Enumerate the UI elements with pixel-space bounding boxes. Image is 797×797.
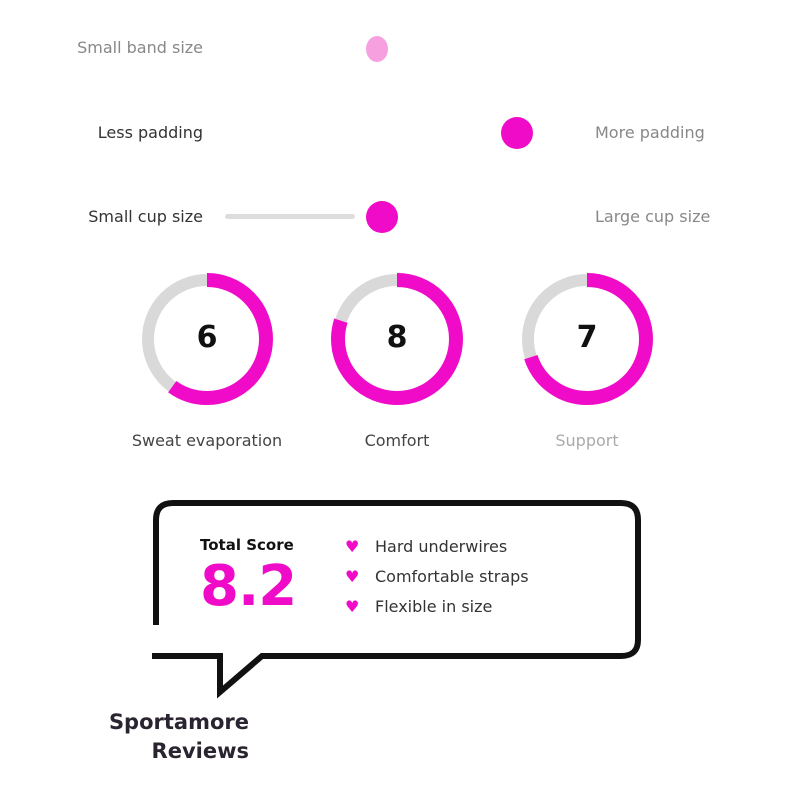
pro-item: ♥ Hard underwires — [345, 537, 507, 556]
brand-line-2: Reviews — [151, 739, 249, 763]
rating-label-comfort: Comfort — [364, 431, 430, 450]
heart-icon: ♥ — [345, 537, 360, 556]
total-score-label: Total Score — [200, 536, 294, 554]
heart-icon: ♥ — [345, 597, 360, 616]
pro-item: ♥ Flexible in size — [345, 597, 492, 616]
ring-progress — [521, 273, 653, 405]
rating-label-sweat: Sweat evaporation — [131, 431, 283, 450]
slider-padding-thumb[interactable] — [501, 117, 533, 149]
brand-line-1: Sportamore — [108, 710, 249, 734]
slider-padding-right-label: More padding — [595, 123, 705, 142]
ring-progress — [141, 273, 273, 405]
slider-padding-left-label: Less padding — [97, 123, 203, 142]
heart-icon: ♥ — [345, 567, 360, 586]
slider-band-thumb[interactable] — [366, 36, 388, 62]
slider-band-left-label: Small band size — [77, 38, 203, 57]
slider-cup-right-label: Large cup size — [595, 207, 711, 226]
slider-cup-track[interactable] — [225, 214, 355, 219]
rating-value-sweat: 6 — [196, 320, 218, 355]
rating-value-support: 7 — [576, 320, 598, 355]
rating-value-comfort: 8 — [386, 320, 408, 355]
pro-text: Comfortable straps — [375, 567, 529, 586]
pro-item: ♥ Comfortable straps — [345, 567, 529, 586]
total-score-value: 8.2 — [200, 554, 297, 619]
slider-cup-thumb[interactable] — [366, 201, 398, 233]
slider-cup-left-label: Small cup size — [88, 207, 203, 226]
brand-logo: Sportamore Reviews — [60, 708, 249, 766]
rating-label-support: Support — [555, 431, 619, 450]
ring-progress — [331, 273, 463, 405]
pro-text: Flexible in size — [375, 597, 493, 616]
pro-text: Hard underwires — [375, 537, 508, 556]
ratings-rings — [141, 273, 653, 405]
